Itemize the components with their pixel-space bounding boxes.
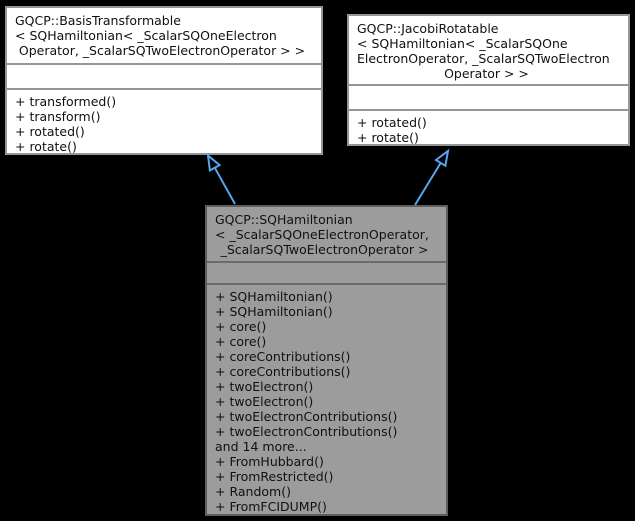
class-title-line: Operator > > — [444, 66, 529, 81]
method-item: + twoElectron() — [215, 394, 314, 409]
class-title-line: ElectronOperator, _ScalarSQTwoElectron — [357, 51, 610, 66]
class-title-line: GQCP::JacobiRotatable — [357, 21, 499, 36]
arrow-shaft — [414, 162, 442, 206]
method-item: + twoElectron() — [215, 379, 314, 394]
class-title-line: GQCP::SQHamiltonian — [215, 212, 353, 227]
more-methods-label: and 14 more... — [215, 439, 307, 454]
method-item: + FromRestricted() — [215, 469, 334, 484]
arrow-shaft — [213, 167, 236, 205]
class-title-line: Operator, _ScalarSQTwoElectronOperator >… — [18, 43, 306, 58]
class-title-line: < _ScalarSQOneElectronOperator, — [215, 227, 429, 242]
method-item: + coreContributions() — [215, 364, 351, 379]
inheritance-arrow-to-jacobi-rotatable — [414, 148, 450, 206]
method-item: + twoElectronContributions() — [215, 409, 398, 424]
method-item: + FromHubbard() — [215, 454, 324, 469]
class-title-section: GQCP::SQHamiltonian < _ScalarSQOneElectr… — [207, 207, 446, 261]
method-item: + transform() — [15, 108, 101, 124]
method-item: + SQHamiltonian() — [215, 304, 333, 319]
class-title-line: _ScalarSQTwoElectronOperator > — [220, 242, 429, 257]
method-item: + Random() — [215, 484, 291, 499]
method-item: + rotate() — [15, 138, 77, 153]
method-item: + twoElectronContributions() — [215, 424, 398, 439]
class-methods-section: + SQHamiltonian() + SQHamiltonian() + co… — [207, 283, 446, 514]
inheritance-arrow-to-basis-transformable — [206, 153, 236, 205]
hollow-arrowhead-icon — [434, 148, 450, 168]
class-title-line: GQCP::BasisTransformable — [15, 13, 181, 28]
hollow-arrowhead-icon — [206, 153, 222, 172]
method-item: + core() — [215, 319, 267, 334]
class-title-line: < SQHamiltonian< _ScalarSQOne — [357, 36, 568, 51]
class-methods-section: + transformed() + transform() + rotated(… — [7, 87, 321, 153]
method-item: + SQHamiltonian() — [215, 289, 333, 304]
method-item: + rotated() — [15, 123, 85, 139]
method-item: + core() — [215, 334, 267, 349]
method-item: + coreContributions() — [215, 349, 351, 364]
method-item: + transformed() — [15, 93, 117, 109]
class-attributes-section — [349, 83, 628, 109]
class-attributes-section — [207, 261, 446, 283]
class-title-section: GQCP::JacobiRotatable < SQHamiltonian< _… — [349, 16, 628, 84]
method-item: + rotate() — [357, 129, 419, 144]
class-methods-section: + rotated() + rotate() — [349, 108, 628, 144]
class-node-jacobi-rotatable[interactable]: GQCP::JacobiRotatable < SQHamiltonian< _… — [347, 14, 630, 146]
class-attributes-section — [7, 63, 321, 88]
class-node-basis-transformable[interactable]: GQCP::BasisTransformable < SQHamiltonian… — [5, 6, 323, 155]
method-item: + FromFCIDUMP() — [215, 499, 327, 514]
class-title-section: GQCP::BasisTransformable < SQHamiltonian… — [7, 8, 321, 63]
class-title-line: < SQHamiltonian< _ScalarSQOneElectron — [15, 28, 277, 43]
method-item: + rotated() — [357, 114, 427, 130]
class-node-sq-hamiltonian[interactable]: GQCP::SQHamiltonian < _ScalarSQOneElectr… — [205, 205, 448, 516]
